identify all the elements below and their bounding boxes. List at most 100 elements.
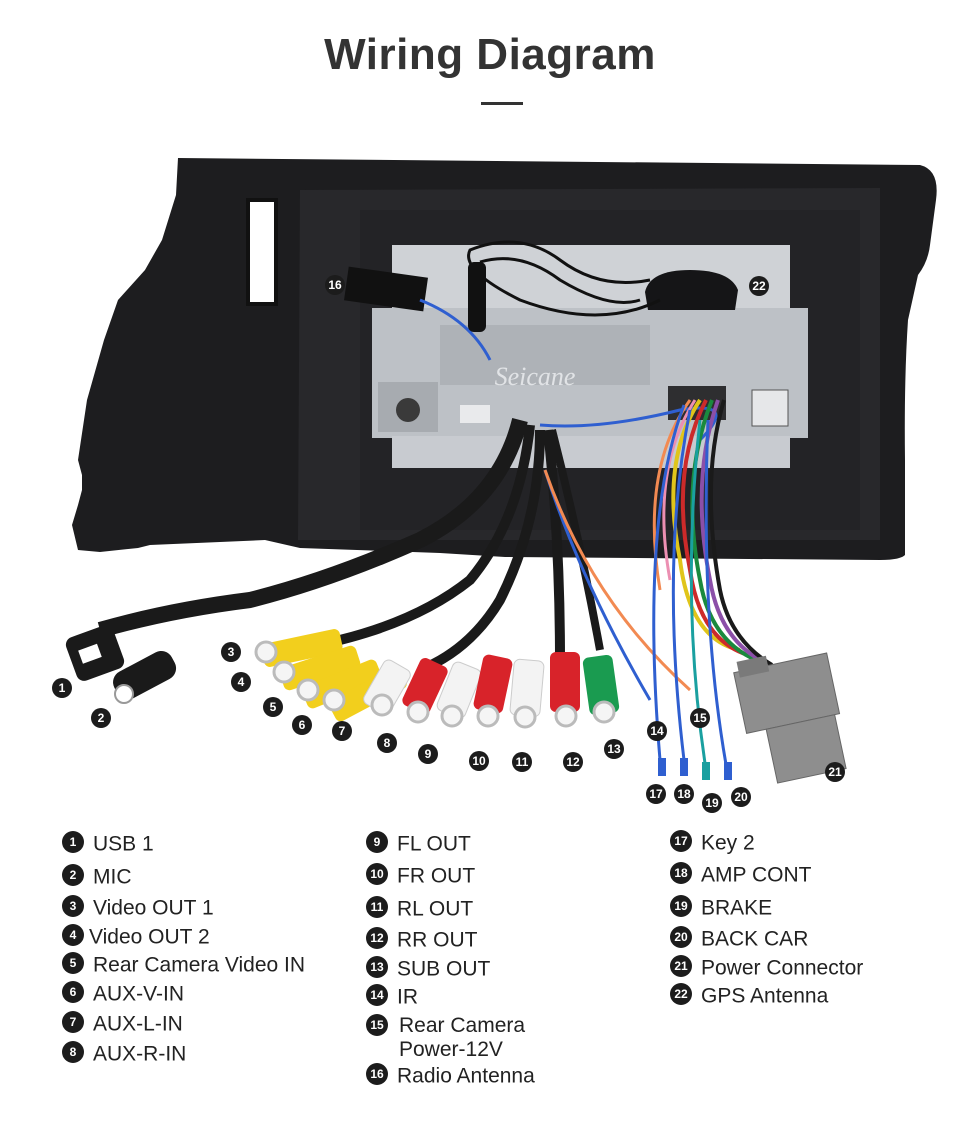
legend-badge: 3 — [62, 895, 84, 918]
legend-badge: 18 — [670, 862, 692, 885]
legend-item: 21 Power Connector — [670, 955, 864, 980]
callout-18: 18 — [674, 784, 694, 804]
legend-label: FL OUT — [397, 832, 471, 856]
callout-20: 20 — [731, 787, 751, 807]
legend-item: 11 RL OUT — [366, 896, 474, 921]
callout-9: 9 — [418, 744, 438, 764]
svg-text:11: 11 — [516, 755, 529, 769]
svg-text:2: 2 — [98, 711, 105, 725]
legend-item: 19 BRAKE — [670, 895, 773, 920]
svg-text:7: 7 — [339, 724, 346, 738]
legend-badge: 4 — [62, 924, 84, 947]
legend-badge: 6 — [62, 981, 84, 1004]
legend-badge: 20 — [670, 926, 692, 949]
svg-text:17: 17 — [649, 787, 663, 801]
callout-13: 13 — [604, 739, 624, 759]
callout-6: 6 — [292, 715, 312, 735]
callout-16: 16 — [325, 275, 345, 295]
legend-label: GPS Antenna — [701, 984, 829, 1008]
legend-label: MIC — [93, 865, 132, 889]
legend-item: 18 AMP CONT — [670, 862, 812, 887]
legend-item: 1 USB 1 — [62, 831, 154, 856]
legend-item: 22 GPS Antenna — [670, 983, 829, 1008]
legend-item: 2 MIC — [62, 864, 132, 889]
power-connector — [733, 652, 847, 784]
svg-text:3: 3 — [228, 645, 235, 659]
svg-text:10: 10 — [472, 754, 486, 768]
rca-audio-connectors — [363, 652, 620, 729]
callout-2: 2 — [91, 708, 111, 728]
legend-label: Video OUT 2 — [89, 925, 210, 949]
svg-text:21: 21 — [828, 765, 842, 779]
svg-text:4: 4 — [238, 675, 245, 689]
legend-label: AMP CONT — [701, 863, 812, 887]
callout-8: 8 — [377, 733, 397, 753]
svg-text:8: 8 — [384, 736, 391, 750]
svg-text:5: 5 — [270, 700, 277, 714]
legend-label: AUX-L-IN — [93, 1012, 183, 1036]
gps-antenna-body — [645, 270, 738, 310]
callout-19: 19 — [702, 793, 722, 813]
legend-badge: 17 — [670, 830, 692, 853]
legend-label: FR OUT — [397, 864, 476, 888]
legend-item: 7 AUX-L-IN — [62, 1011, 183, 1036]
legend-badge: 2 — [62, 864, 84, 887]
legend-item: 10 FR OUT — [366, 863, 476, 888]
legend-badge: 12 — [366, 927, 388, 950]
callout-17: 17 — [646, 784, 666, 804]
legend-label: Radio Antenna — [397, 1064, 535, 1088]
wiring-diagram-illustration: Seicane — [52, 158, 937, 813]
callout-10: 10 — [469, 751, 489, 771]
frame-slot — [246, 198, 278, 306]
legend-label: RR OUT — [397, 928, 478, 952]
svg-text:22: 22 — [752, 279, 766, 293]
legend-label: AUX-V-IN — [93, 982, 185, 1006]
legend-label: Rear Camera Power-12V — [399, 1014, 526, 1061]
legend-badge: 21 — [670, 955, 692, 978]
title-underline — [481, 102, 523, 105]
legend-label: IR — [397, 985, 418, 1009]
legend-badge: 5 — [62, 952, 84, 975]
legend-label: AUX-R-IN — [93, 1042, 187, 1066]
legend-label: BRAKE — [701, 896, 773, 920]
svg-text:12: 12 — [566, 755, 580, 769]
callout-22: 22 — [749, 276, 769, 296]
callout-12: 12 — [563, 752, 583, 772]
callout-4: 4 — [231, 672, 251, 692]
legend-item: 20 BACK CAR — [670, 926, 809, 951]
legend-badge: 22 — [670, 983, 692, 1006]
svg-text:6: 6 — [299, 718, 306, 732]
legend-item: 6 AUX-V-IN — [62, 981, 185, 1006]
legend-badge: 15 — [366, 1014, 388, 1036]
svg-text:15: 15 — [693, 711, 707, 725]
callout-15: 15 — [690, 708, 710, 728]
legend-item: 12 RR OUT — [366, 927, 478, 952]
legend-badge: 19 — [670, 895, 692, 918]
legend-badge: 10 — [366, 863, 388, 886]
legend-badge: 9 — [366, 831, 388, 854]
legend-badge: 11 — [366, 896, 388, 919]
svg-text:20: 20 — [734, 790, 748, 804]
legend-label: Video OUT 1 — [93, 896, 214, 920]
callout-5: 5 — [263, 697, 283, 717]
callout-1: 1 — [52, 678, 72, 698]
legend-badge: 1 — [62, 831, 84, 854]
legend-label: USB 1 — [93, 832, 154, 856]
callout-11: 11 — [512, 752, 532, 772]
legend-badge: 13 — [366, 956, 388, 979]
callout-3: 3 — [221, 642, 241, 662]
callout-21: 21 — [825, 762, 845, 782]
svg-text:1: 1 — [59, 681, 66, 695]
legend-label: RL OUT — [397, 897, 474, 921]
legend-label: Power Connector — [701, 956, 864, 980]
legend-label: BACK CAR — [701, 927, 809, 951]
callout-14: 14 — [647, 721, 667, 741]
page-title: Wiring Diagram — [324, 30, 656, 79]
legend-badge: 7 — [62, 1011, 84, 1034]
